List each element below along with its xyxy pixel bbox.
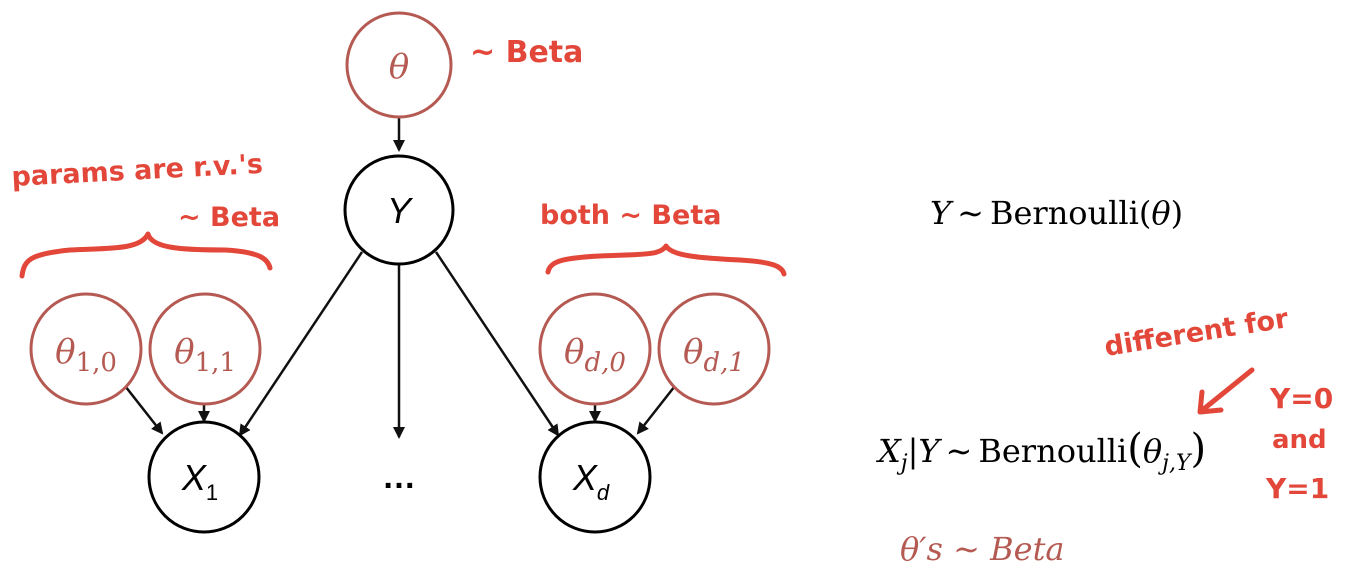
node-xd-circle [538, 420, 652, 534]
node-x1-circle [147, 420, 261, 534]
annotation-params-line1: params are r.v.'s [11, 149, 264, 193]
node-theta-1-1-label: θ1,1 [174, 332, 236, 378]
equation-theta-beta: θ′s ∼ Beta [900, 530, 1065, 568]
equation-xj-bernoulli: Xj|Y∼Bernoulli(θj,Y) [875, 426, 1206, 476]
annotation-y0: Y=0 [1269, 382, 1333, 415]
annotation-theta-beta: ~ Beta [470, 35, 583, 70]
node-theta-1-0-label: θ1,0 [55, 332, 117, 378]
node-theta-d-0-circle [538, 292, 652, 406]
node-theta-d-0: θd,0 [538, 292, 652, 406]
node-theta-d-1-circle [657, 292, 771, 406]
node-y: Y [343, 154, 455, 266]
annotation-y1: Y=1 [1265, 472, 1329, 505]
annotation-different-for: different for [1102, 303, 1291, 363]
node-xd-label: Xd [572, 457, 610, 505]
node-x1-label: X1 [181, 457, 218, 505]
right-brace [545, 243, 787, 277]
edge-y-to-x1 [238, 251, 364, 437]
node-x1: X1 [147, 420, 261, 534]
node-y-label: Y [387, 190, 414, 231]
node-xd: Xd [538, 420, 652, 534]
node-theta-1-1: θ1,1 [148, 292, 262, 406]
edge-y-to-xd [434, 251, 560, 437]
annotation-arrow [1197, 367, 1255, 415]
equation-y-bernoulli: Y∼Bernoulli(θ) [930, 194, 1183, 232]
node-theta: θ [345, 11, 453, 119]
node-theta-1-0-circle [29, 292, 143, 406]
left-brace [19, 231, 273, 279]
annotation-and: and [1272, 425, 1327, 455]
node-theta-d-1: θd,1 [657, 292, 771, 406]
node-theta-1-0: θ1,0 [29, 292, 143, 406]
annotation-params-line2: ~ Beta [178, 202, 280, 233]
ellipsis-label: … [382, 458, 416, 496]
node-theta-circle [345, 11, 453, 119]
node-y-circle [343, 154, 455, 266]
node-theta-1-1-circle [148, 292, 262, 406]
node-theta-d-1-label: θd,1 [683, 332, 745, 378]
node-theta-label: θ [389, 47, 409, 87]
annotation-both-beta: both ~ Beta [540, 200, 721, 231]
node-theta-d-0-label: θd,0 [564, 332, 626, 378]
